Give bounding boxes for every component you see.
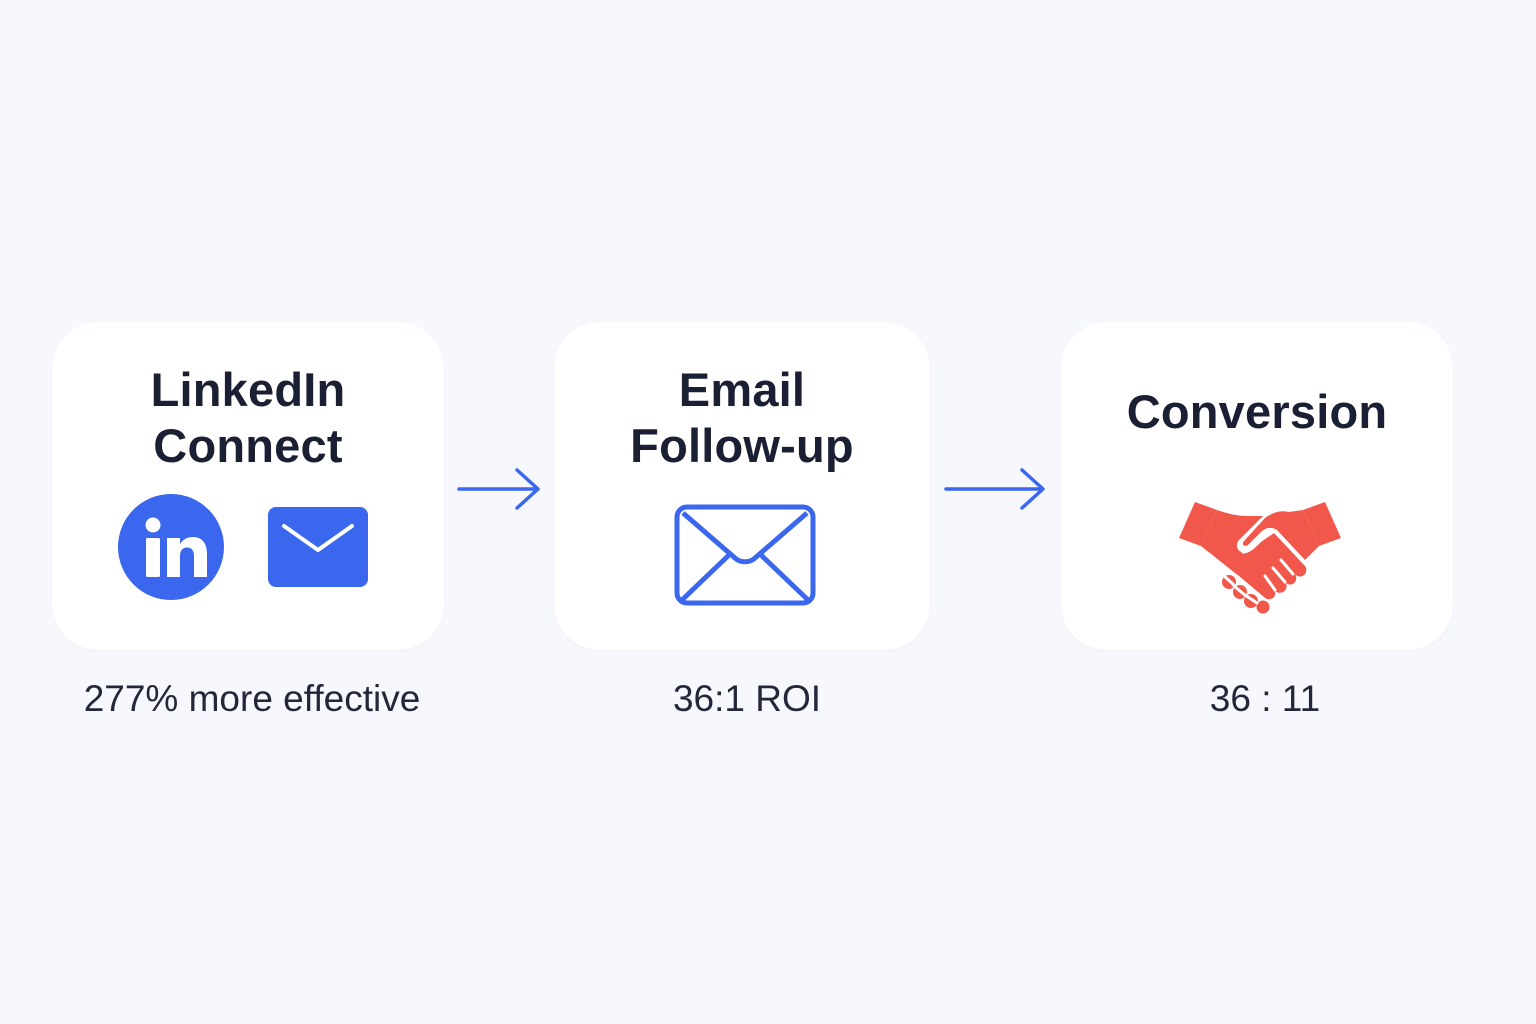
step-caption: 277% more effective xyxy=(83,678,421,719)
step-card-conversion: Conversion xyxy=(1061,322,1453,650)
envelope-icon xyxy=(674,504,816,606)
arrow-right-icon xyxy=(944,468,1045,510)
linkedin-icon xyxy=(118,494,224,600)
step-card-linkedin-connect: LinkedIn Connect xyxy=(52,322,444,650)
step-card-email-follow-up: Email Follow-up xyxy=(554,322,930,650)
step-caption: 36:1 ROI xyxy=(672,678,822,719)
step-title: Email Follow-up xyxy=(630,363,854,472)
arrow-right-icon xyxy=(457,468,540,510)
step-title: Conversion xyxy=(1126,385,1388,438)
step-caption: 36 : 11 xyxy=(1209,678,1321,719)
step-title: LinkedIn Connect xyxy=(150,363,346,472)
mail-icon xyxy=(268,507,368,587)
handshake-icon xyxy=(1179,502,1341,614)
